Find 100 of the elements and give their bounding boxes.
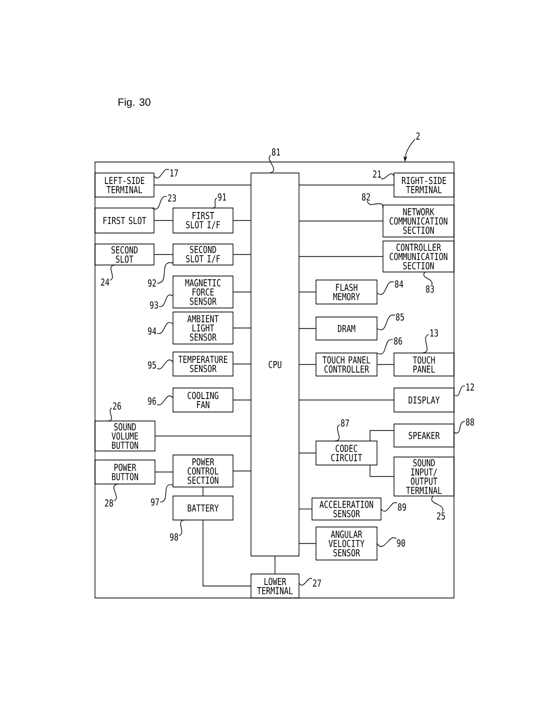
connector-line [376, 364, 394, 365]
outer-frame [94, 162, 454, 598]
reference-numeral: 94 [148, 327, 156, 335]
component-box: SECOND SLOT [94, 244, 154, 266]
component-box: NETWORK COMMUNICATION SECTION [382, 204, 454, 238]
reference-numeral: 92 [148, 279, 156, 287]
component-box: FLASH MEMORY [316, 280, 378, 304]
reference-numeral: 23 [168, 194, 176, 202]
component-box: TOUCH PANEL [394, 352, 454, 376]
connector-line [298, 364, 316, 365]
leader-line [422, 334, 430, 354]
leader-line [380, 173, 394, 180]
reference-numeral: 2 [416, 132, 420, 140]
leader-line [423, 272, 432, 286]
component-box: SPEAKER [394, 424, 454, 448]
reference-numeral: 89 [398, 503, 406, 511]
reference-numeral: 27 [313, 579, 321, 587]
component-box: AMBIENT LIGHT SENSOR [172, 312, 234, 344]
component-box: ANGULAR VELOCITY SENSOR [316, 526, 378, 560]
component-box: POWER BUTTON [94, 460, 156, 484]
leader-line [160, 484, 174, 502]
leader-line [152, 196, 168, 210]
connector-line [298, 328, 316, 329]
reference-numeral: 86 [394, 337, 402, 345]
connector-line [370, 430, 394, 442]
reference-numeral: 97 [150, 498, 159, 506]
reference-numeral: 98 [170, 533, 178, 541]
figure-title: Fig. 30 [118, 98, 150, 108]
component-box: SOUND INPUT/OUTPUT TERMINAL [394, 456, 454, 496]
leader-line [298, 578, 312, 586]
leader-line [454, 421, 466, 434]
connector-line [274, 556, 276, 574]
reference-numeral: 26 [113, 402, 122, 410]
leader-line [156, 322, 174, 334]
reference-numeral: 96 [148, 397, 156, 405]
connector-line [232, 220, 252, 221]
connector-line [298, 184, 394, 186]
component-box: RIGHT-SIDE TERMINAL [394, 172, 454, 198]
component-box: MAGNETIC FORCE SENSOR [172, 276, 234, 308]
reference-numeral: 25 [437, 512, 445, 520]
leader-line [376, 339, 394, 354]
connector-line [298, 543, 316, 544]
reference-numeral: 83 [426, 285, 434, 293]
connector-line [232, 470, 252, 472]
leader-line [178, 520, 186, 536]
reference-numeral: 24 [101, 278, 110, 286]
component-box: CPU [250, 172, 300, 556]
component-box: SECOND SLOT I/F [172, 244, 234, 266]
leader-line [212, 198, 218, 208]
leader-line [158, 294, 174, 307]
leader-line [376, 314, 396, 330]
leader-line [334, 424, 340, 442]
reference-numeral: 28 [105, 499, 114, 507]
connector-line [298, 220, 384, 222]
component-box: TOUCH PANEL CONTROLLER [316, 352, 378, 376]
component-box: POWER CONTROL SECTION [172, 454, 234, 488]
component-box: LOWER TERMINAL [250, 574, 300, 598]
leader-line [431, 496, 444, 512]
component-box: COOLING FAN [172, 388, 234, 412]
leader-line [376, 281, 394, 295]
reference-numeral: 21 [373, 170, 381, 178]
reference-numeral: 93 [150, 301, 158, 309]
reference-numeral: 85 [396, 313, 404, 321]
component-box: FIRST SLOT I/F [172, 208, 234, 234]
reference-numeral: 87 [340, 419, 349, 427]
component-box: ACCELERATION SENSOR [312, 498, 382, 520]
leader-line [156, 262, 174, 284]
leader-line [108, 408, 112, 422]
component-box: BATTERY [172, 496, 234, 520]
connector-line [154, 220, 174, 221]
connector-line [154, 254, 174, 255]
component-box: LEFT-SIDE TERMINAL [94, 172, 154, 198]
connector-line [232, 254, 252, 255]
leader-line [154, 168, 170, 178]
component-box: FIRST SLOT [94, 208, 154, 234]
leader-line [156, 360, 174, 370]
leader-line [268, 154, 274, 174]
connector-line [202, 520, 252, 586]
component-box: TEMPERATURE SENSOR [172, 352, 234, 376]
connector-line [154, 184, 252, 186]
component-box: DRAM [316, 316, 378, 340]
reference-numeral: 88 [466, 418, 474, 426]
reference-numeral: 84 [394, 280, 404, 288]
reference-numeral: 81 [272, 148, 280, 156]
component-box: SOUND VOLUME BUTTON [94, 420, 156, 452]
reference-numeral: 13 [430, 329, 438, 337]
connector-line [370, 464, 394, 477]
reference-numeral: 91 [218, 193, 226, 201]
connector-line [202, 486, 204, 496]
connector-line [298, 452, 316, 454]
component-box: CONTROLLER COMMUNICATION SECTION [382, 240, 454, 272]
leader-line [156, 396, 174, 406]
component-box: DISPLAY [394, 388, 454, 412]
reference-numeral: 12 [466, 383, 474, 391]
leader-line [366, 200, 384, 208]
reference-numeral: 17 [170, 170, 178, 176]
leader-line [376, 537, 397, 547]
reference-numeral: 90 [396, 539, 406, 547]
reference-numeral: 95 [148, 361, 156, 369]
leader-line [114, 484, 118, 502]
